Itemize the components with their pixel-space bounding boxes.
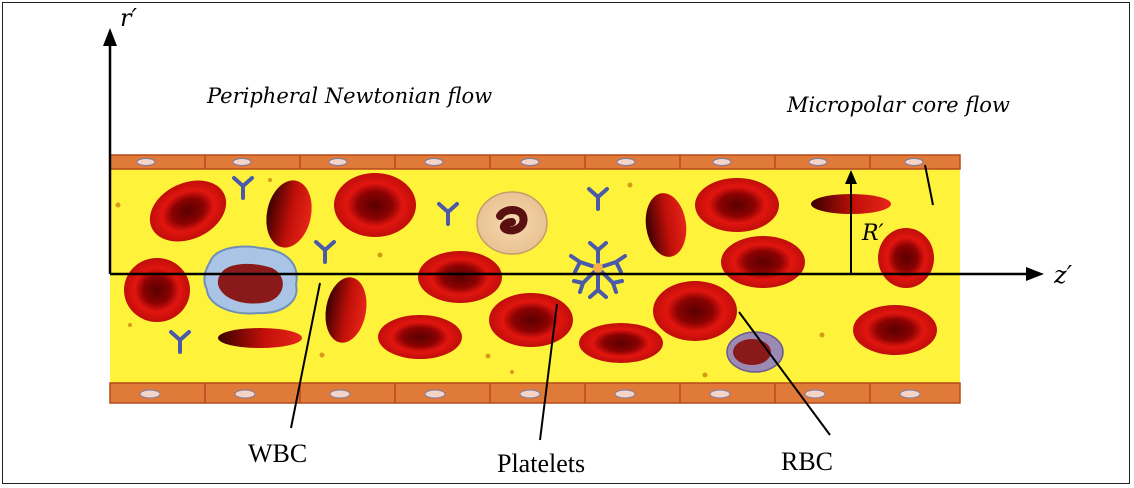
rbc-label: RBC <box>781 447 833 476</box>
vessel-wall-top <box>110 155 960 169</box>
radius-label: R′ <box>861 221 884 246</box>
platelets-label: Platelets <box>497 449 585 478</box>
rbc-cell <box>378 315 462 359</box>
rbc-cell <box>489 293 573 347</box>
rbc-side-cell <box>218 328 302 348</box>
white-blood-cell <box>204 247 296 314</box>
rbc-cell <box>721 236 805 288</box>
z-axis-arrowhead <box>1026 267 1044 281</box>
monocyte-cell <box>477 192 547 254</box>
rbc-cell <box>695 178 779 232</box>
rbc-cell <box>334 173 416 237</box>
rbc-cell <box>579 323 663 363</box>
core-flow-label: Micropolar core flow <box>786 93 1010 117</box>
peripheral-flow-label: Peripheral Newtonian flow <box>206 84 492 108</box>
rbc-cell <box>653 281 737 341</box>
rbc-cell <box>418 251 502 303</box>
r-axis-arrowhead <box>103 28 117 46</box>
vessel-wall-bottom <box>110 383 960 403</box>
wbc-label: WBC <box>248 439 307 468</box>
axis-r-label: r′ <box>120 4 137 32</box>
rbc-cell <box>878 228 934 288</box>
rbc-cell <box>853 305 937 355</box>
rbc-cell <box>124 258 190 322</box>
axis-z-label: z′ <box>1053 261 1073 289</box>
antibody-cluster-center <box>593 263 603 273</box>
small-purple-cell <box>727 332 783 372</box>
